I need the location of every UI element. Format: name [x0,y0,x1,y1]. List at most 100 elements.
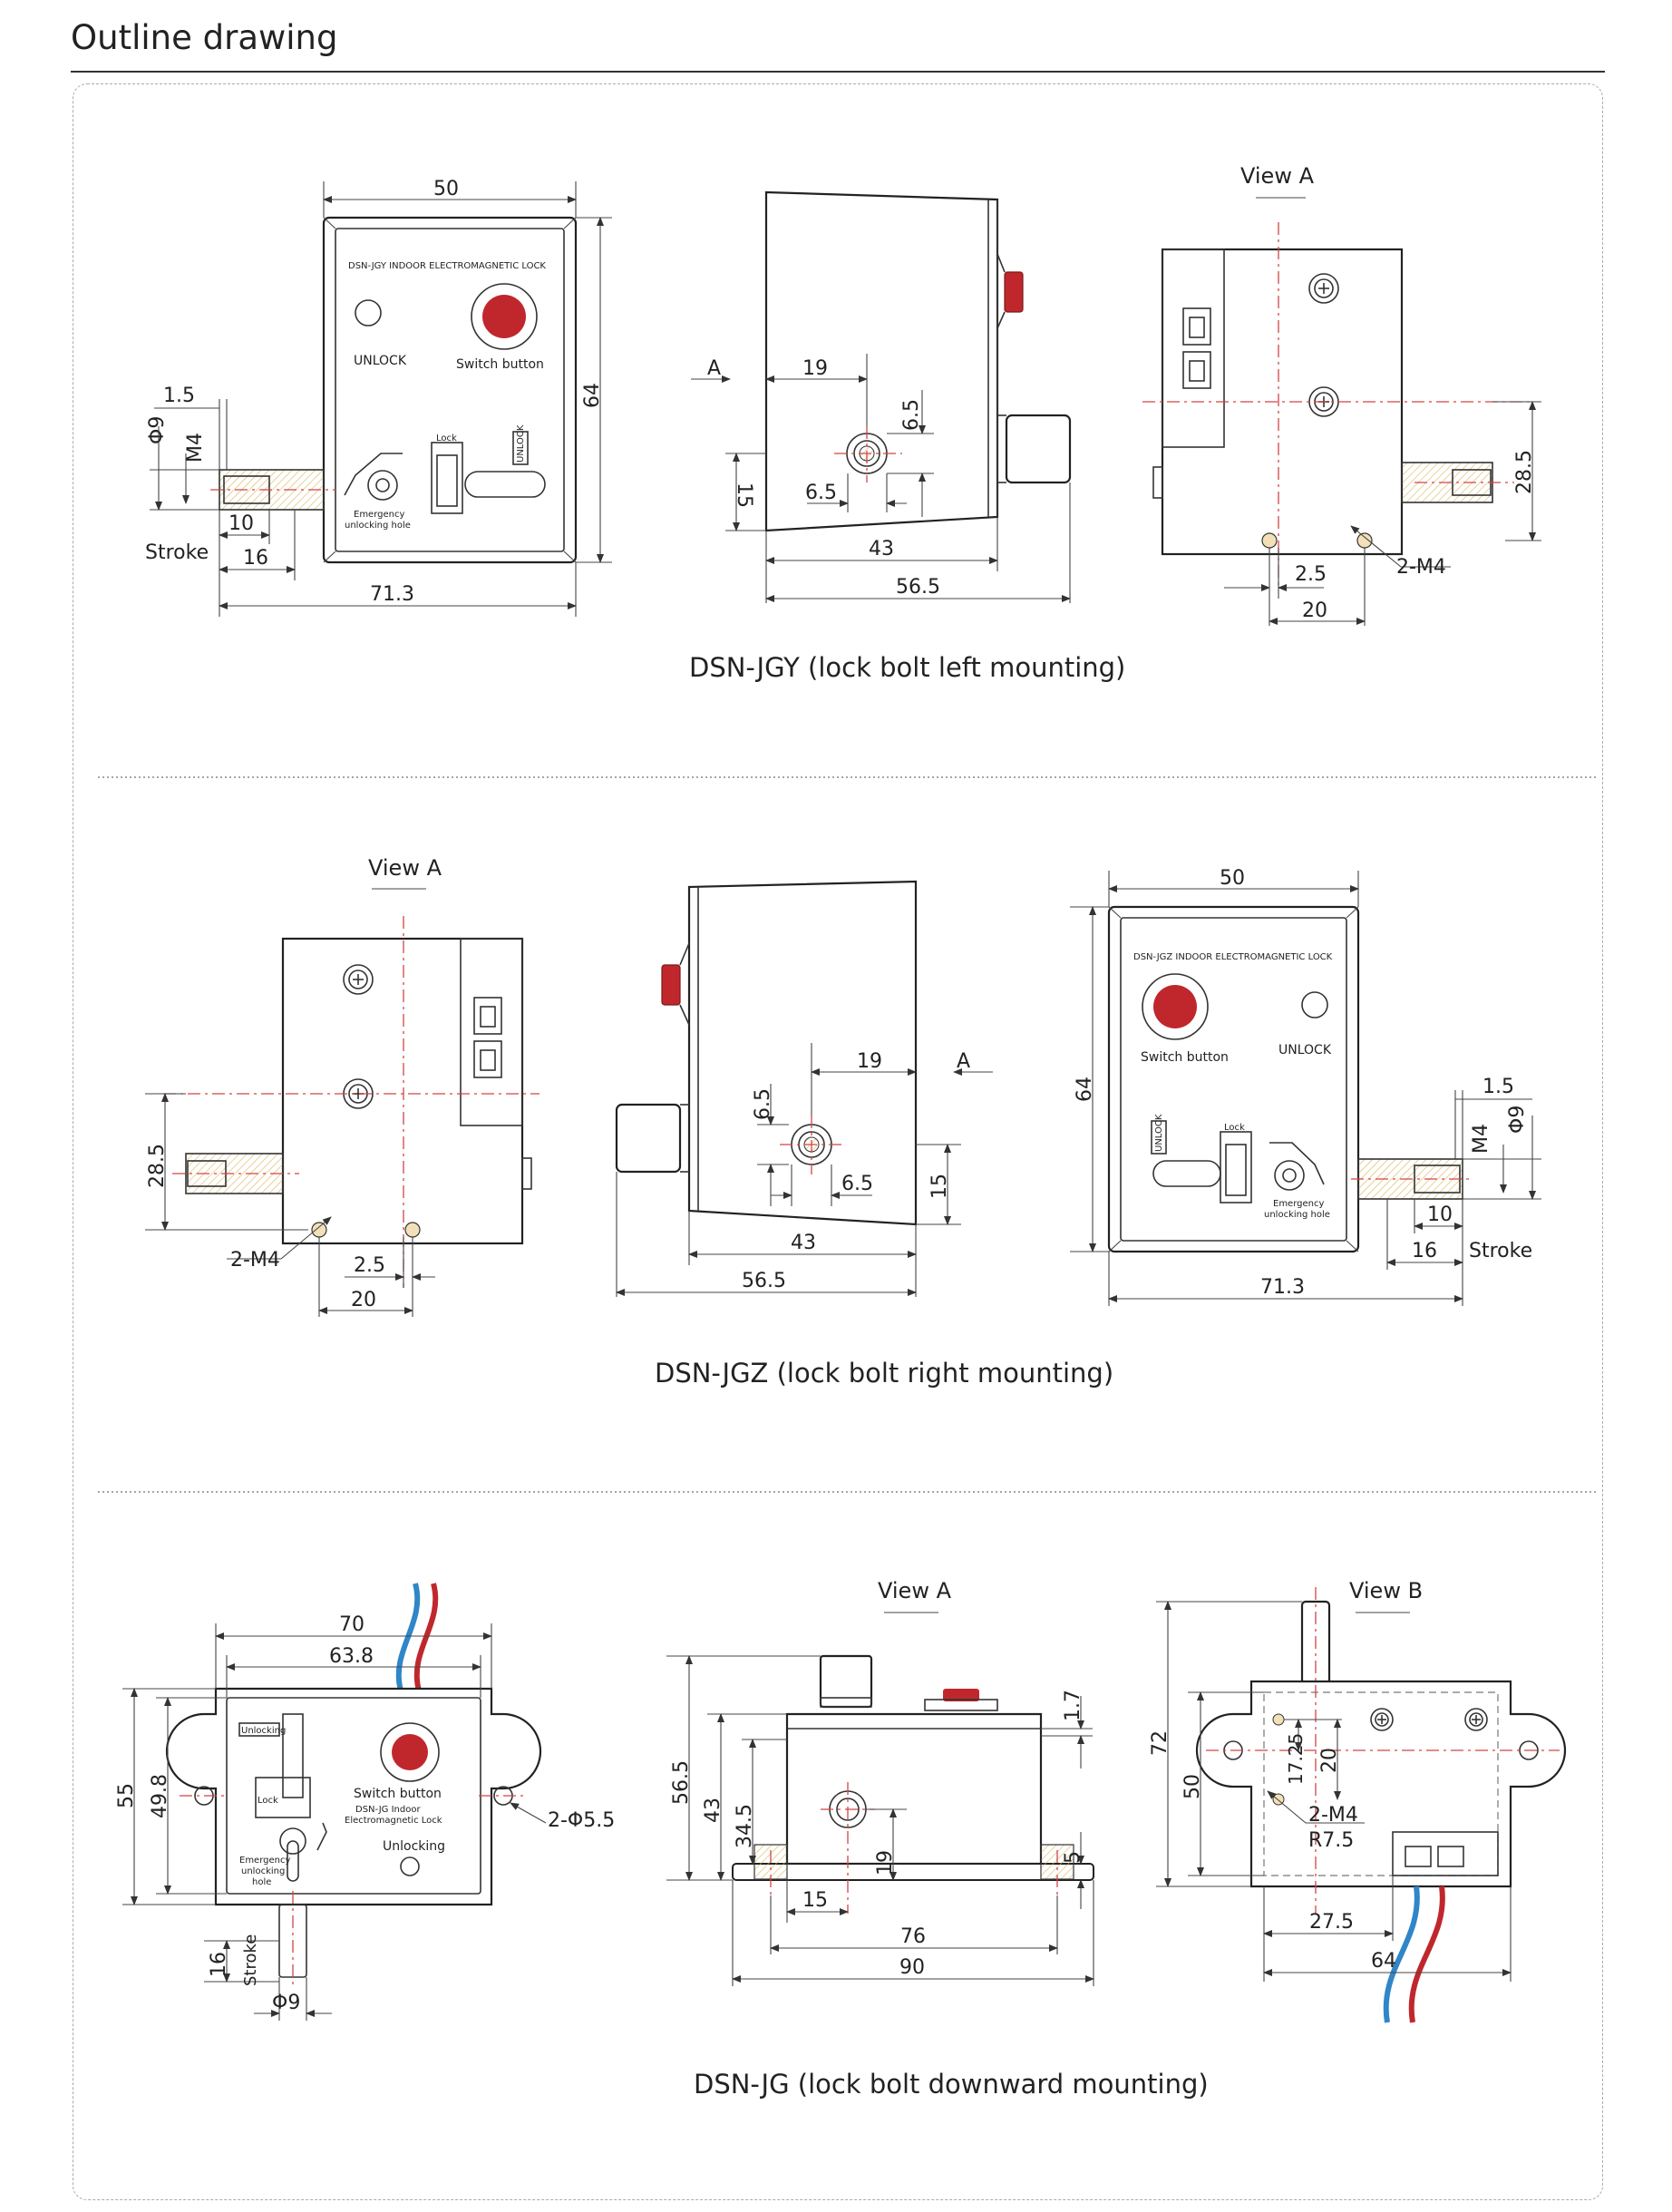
jg-view-a-dim-d15: 15 [802,1889,828,1912]
jgy-lock-label: Lock [436,434,457,443]
jgy-dim-stroke: Stroke [145,541,209,564]
jg-caption: DSN-JG (lock bolt downward mounting) [694,2069,1209,2100]
jg-view-b-housing [1195,1680,1567,1888]
jgy-view-a-dim-m4: 2-M4 [1396,556,1446,579]
jg-dim-d70: 70 [339,1613,365,1636]
jg-view-b-dim-d17_25: 17.25 [1285,1733,1307,1785]
jgz-dim-height: 64 [1074,1077,1096,1102]
jg-view-a-dim-d56_5: 56.5 [670,1760,693,1805]
drawing-frame [73,83,1603,2200]
jg-emergency-label-1: Emergency [239,1856,290,1866]
jg-view-b: View B 72 [1149,1578,1567,2023]
jg-view-a-dim-d1_7: 1.7 [1062,1690,1084,1721]
jg-view-a-dim-d90: 90 [899,1956,925,1979]
jg-emergency-hole[interactable] [279,1827,306,1855]
jgy-side-housing [764,190,999,532]
jgz-view-a-title: View A [368,855,442,881]
section-jgz: View A 28.5 [145,855,1541,1389]
jgz-caption: DSN-JGZ (lock bolt right mounting) [655,1358,1113,1389]
jgy-dim-phi: Φ9 [146,416,169,444]
jgy-switch-button[interactable] [482,295,526,338]
jgy-dim-total: 71.3 [370,583,414,606]
jgz-lock-slide[interactable] [1220,1131,1252,1203]
jg-dim-phi: Φ9 [272,1992,300,2014]
jg-dim-holes: 2-Φ5.5 [548,1809,615,1832]
jg-view-a-dim-d19: 19 [874,1850,897,1876]
jgy-lock-slide[interactable] [431,442,463,514]
jg-dim-d49_8: 49.8 [149,1774,171,1818]
jgz-dim-gap: 1.5 [1482,1076,1514,1098]
jgy-view-a-m4-hole-2 [1356,532,1373,549]
jgz-side-view: A 19 6.5 6.5 15 43 56.5 [615,880,993,1297]
jgy-unlock-label: UNLOCK [354,354,407,368]
jgz-view-a-dim-d2_5: 2.5 [354,1254,385,1277]
jgz-side-button[interactable] [661,964,681,1006]
section-jgy: DSN-JGY INDOOR ELECTROMAGNETIC LOCK UNLO… [145,163,1541,683]
jg-view-b-dim-d50: 50 [1181,1774,1204,1799]
jg-switch-label: Switch button [354,1787,442,1801]
jg-unlocking-small-box [238,1722,280,1737]
jgz-switch-button-ring [1142,973,1209,1040]
jgy-dim-gap: 1.5 [163,385,195,407]
jg-view-b-dim-d72: 72 [1149,1730,1171,1756]
jgz-view-a-m4-hole-1 [311,1222,327,1238]
page-title: Outline drawing [71,18,338,57]
jg-view-b-dim-d27_5: 27.5 [1309,1911,1354,1934]
jgz-view-a-dim-m4: 2-M4 [230,1249,280,1272]
jg-unlocking-label: Unlocking [383,1839,445,1854]
jgy-view-a-m4-hole-1 [1261,532,1278,549]
jg-view-b-dim-m4: 2-M4 [1308,1804,1358,1827]
jgy-side-dim-d15: 15 [733,482,755,508]
jgy-view-a: View A 28.5 [1142,163,1541,626]
jgy-side-dim-d6_5-h: 6.5 [805,482,837,504]
jgz-side-bolt-housing [615,1103,682,1174]
jg-view-b-screw-2 [1464,1708,1488,1731]
jg-view-a-dim-d76: 76 [900,1925,926,1948]
jg-view-a-dim-d5: 5 [1062,1851,1084,1864]
jgy-dim-d16: 16 [243,547,268,570]
jgz-switch-button[interactable] [1153,985,1197,1028]
jgz-dim-thread: M4 [1470,1124,1492,1154]
jg-view-b-dim-d20: 20 [1318,1748,1341,1773]
jgy-side-view: A 19 6.5 6.5 15 43 56.5 [691,190,1072,603]
jgy-view-a-dim-d2_5: 2.5 [1295,563,1327,586]
jg-view-b-wire-red [1408,1886,1445,2023]
jg-view-a: View A 56.5 43 34.5 [666,1578,1094,1986]
jgy-emergency-hole[interactable] [367,470,398,501]
jg-switch-button[interactable] [392,1734,428,1770]
jgz-front-view: DSN-JGZ INDOOR ELECTROMAGNETIC LOCK Swit… [1070,867,1541,1306]
jgz-view-a-terminal-block [460,938,523,1126]
jg-view-b-terminal-block [1392,1831,1499,1876]
jgz-emergency-hole[interactable] [1274,1160,1305,1191]
jgy-side-button[interactable] [1004,271,1024,313]
jg-view-a-dim-d34_5: 34.5 [734,1804,756,1848]
jgz-emergency-label-2: unlocking hole [1264,1210,1330,1220]
jg-unlocking-indicator [400,1856,420,1876]
jg-lock-slide[interactable] [282,1713,304,1798]
jgz-side-dim-d43: 43 [791,1232,816,1254]
jg-view-a-dim-d43: 43 [702,1798,724,1823]
jg-view-a-title: View A [878,1578,952,1603]
jgy-unlock-small-label: UNLOCK [516,424,526,463]
jgy-unlock-indicator [355,299,382,326]
jgz-lock-label: Lock [1224,1123,1245,1133]
jgy-switch-button-ring [471,283,538,350]
jgz-front-inner-panel [1120,917,1347,1242]
jgy-dim-thread: M4 [184,433,207,463]
jgy-side-dim-d19: 19 [802,357,828,380]
jg-title-label-2: Electromagnetic Lock [345,1816,442,1826]
jgy-dim-d10: 10 [228,512,254,535]
jgy-front-label-title: DSN-JGY INDOOR ELECTROMAGNETIC LOCK [348,261,546,271]
jgz-side-dim-d6_5-h: 6.5 [841,1173,873,1195]
jgz-emergency-label-1: Emergency [1273,1199,1324,1209]
jg-dim-d16: 16 [208,1952,230,1977]
jg-view-b-wire-blue [1383,1886,1420,2023]
jgz-side-dim-d19: 19 [857,1050,882,1073]
jg-view-a-button[interactable] [943,1689,979,1701]
jgy-view-a-terminal-block [1162,248,1225,448]
jgy-emergency-label-2: unlocking hole [345,521,411,531]
jg-view-b-screw-1 [1370,1708,1394,1731]
jgy-view-a-dim-d20: 20 [1302,599,1327,622]
jgy-front-view: DSN-JGY INDOOR ELECTROMAGNETIC LOCK UNLO… [145,178,612,617]
